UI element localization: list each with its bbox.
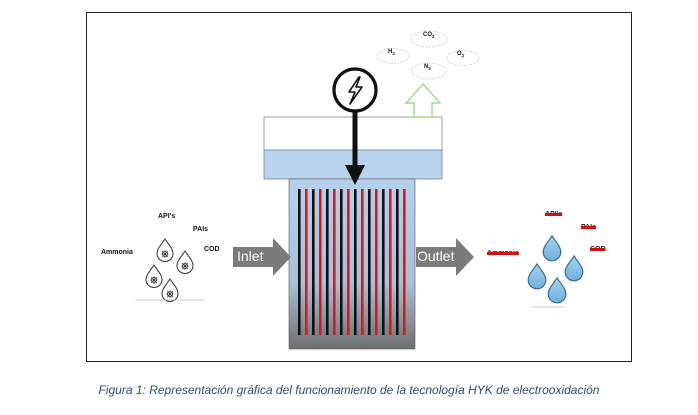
electrode bbox=[396, 189, 399, 335]
up-arrow-icon bbox=[404, 82, 442, 118]
figure-caption: Figura 1: Representación gráfica del fun… bbox=[98, 383, 600, 397]
electrode bbox=[368, 189, 371, 335]
electrode bbox=[361, 189, 364, 335]
electrode bbox=[403, 189, 406, 335]
output-label-cod: COD bbox=[590, 246, 606, 253]
electrode bbox=[382, 189, 385, 335]
electrode bbox=[333, 189, 336, 335]
input-label-ammonia: Ammonia bbox=[101, 249, 133, 256]
electrode bbox=[326, 189, 329, 335]
input-label-pais: PAIs bbox=[193, 226, 209, 233]
output-label-ammonia: Ammonia bbox=[487, 250, 519, 257]
gas-label-o2: O2 bbox=[457, 51, 465, 59]
water-drop-icon bbox=[527, 235, 584, 304]
electrode bbox=[389, 189, 392, 335]
electrode bbox=[298, 189, 301, 335]
inlet-label: Inlet bbox=[237, 248, 264, 264]
contaminant-drop-icon bbox=[145, 238, 194, 302]
outlet-arrow bbox=[416, 238, 474, 276]
electrode bbox=[305, 189, 308, 335]
electrode bbox=[319, 189, 322, 335]
electrode bbox=[340, 189, 343, 335]
output-label-apis: API's bbox=[545, 211, 563, 218]
gas-label-co2: CO2 bbox=[423, 32, 435, 40]
inlet-arrow bbox=[233, 238, 291, 276]
electrooxidation-diagram bbox=[135, 30, 584, 350]
electrode bbox=[354, 189, 357, 335]
output-label-pais: PAIs bbox=[581, 224, 597, 231]
input-label-cod: COD bbox=[204, 246, 220, 253]
current-down-arrow bbox=[345, 111, 365, 185]
electrode-array bbox=[298, 189, 406, 335]
cloud-icon bbox=[376, 30, 480, 80]
diagram-frame: CO2 H2 O2 N2 API's PAIs Ammonia COD Inle… bbox=[86, 12, 632, 362]
lightning-bolt-icon bbox=[332, 67, 378, 113]
electrode bbox=[312, 189, 315, 335]
gas-label-n2: N2 bbox=[424, 64, 431, 72]
gas-label-h2: H2 bbox=[388, 49, 395, 57]
input-label-apis: API's bbox=[158, 213, 176, 220]
electrode bbox=[375, 189, 378, 335]
electrode bbox=[347, 189, 350, 335]
outlet-label: Outlet bbox=[417, 248, 455, 264]
